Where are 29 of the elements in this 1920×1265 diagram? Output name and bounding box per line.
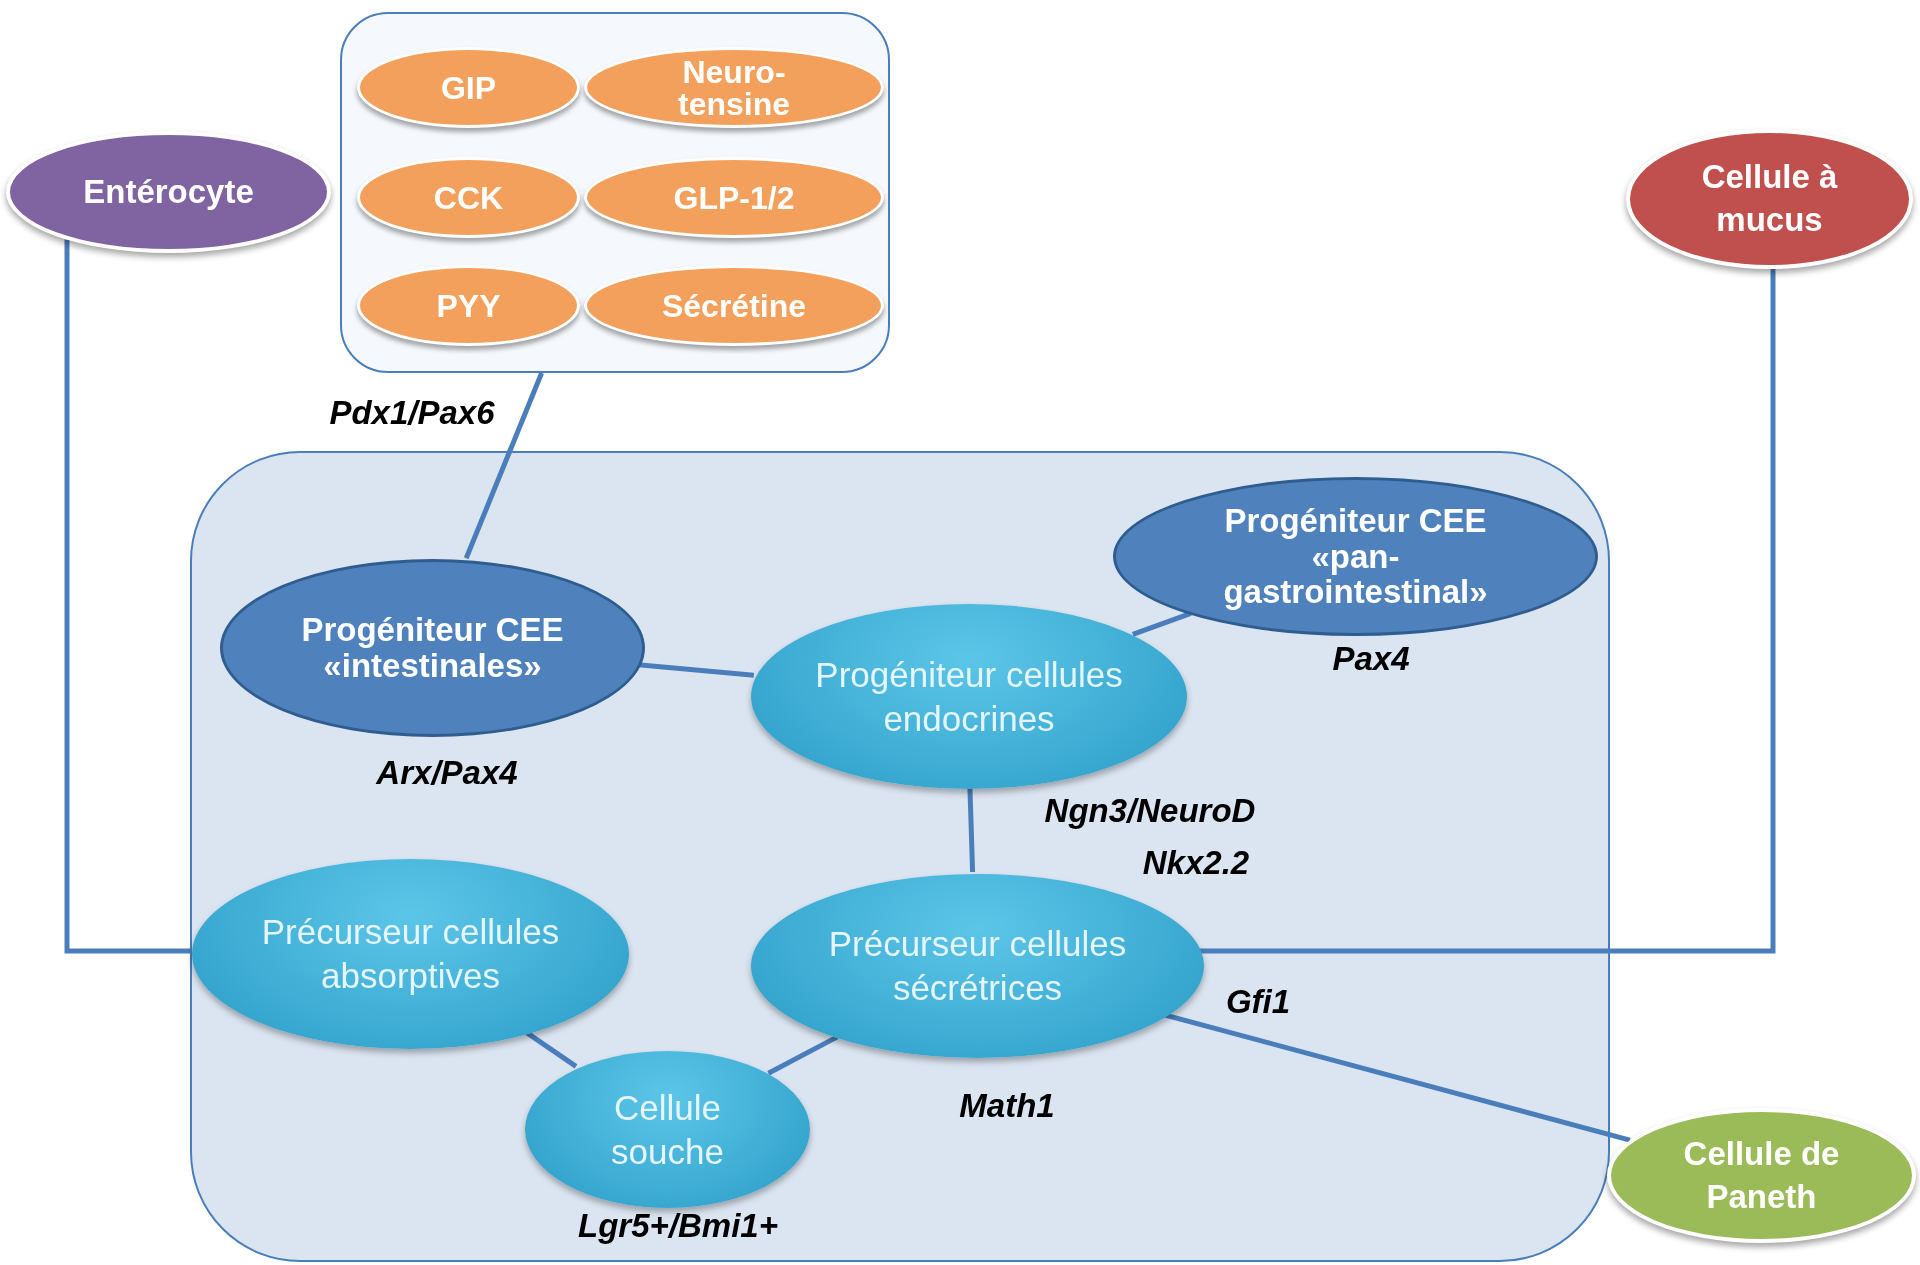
- cell-ellipse: Sécrétine: [584, 265, 884, 346]
- progenitor-panel: [190, 451, 1610, 1262]
- cell-ellipse: Progéniteur CEE «pan-gastrointestinal»: [1113, 477, 1598, 636]
- gene-label: Gfi1: [1225, 982, 1291, 1023]
- connector-line: [967, 786, 976, 873]
- cell-ellipse: Neuro-tensine: [584, 47, 884, 128]
- cell-ellipse: Précurseur cellules absorptives: [192, 859, 629, 1049]
- connector-line: [1199, 269, 1776, 954]
- connector-line: [767, 1034, 839, 1076]
- cell-ellipse: GIP: [357, 47, 580, 128]
- gene-label: Pdx1/Pax6: [329, 393, 495, 434]
- gene-label: Arx/Pax4: [376, 753, 518, 794]
- connector-line: [637, 662, 755, 678]
- gene-label: Lgr5+/Bmi1+: [578, 1206, 778, 1247]
- connector-line: [463, 372, 544, 560]
- cell-ellipse: Progéniteur CEE «intestinales»: [220, 559, 645, 737]
- cell-ellipse: Cellule souche: [525, 1051, 810, 1208]
- connector-line: [1131, 611, 1192, 637]
- connector-line: [1163, 1012, 1631, 1143]
- gene-label: Math1: [959, 1086, 1055, 1127]
- cell-ellipse: Précurseur cellules sécrétrices: [751, 874, 1204, 1058]
- hormone-panel: [340, 12, 890, 373]
- cell-ellipse: PYY: [357, 265, 580, 346]
- cell-ellipse: GLP-1/2: [584, 157, 884, 238]
- cell-ellipse: CCK: [357, 157, 580, 238]
- gene-label: Ngn3/NeuroD: [1044, 791, 1256, 832]
- connector-line: [64, 239, 190, 954]
- cell-ellipse: Progéniteur cellules endocrines: [751, 604, 1187, 789]
- gene-label: Pax4: [1332, 639, 1410, 680]
